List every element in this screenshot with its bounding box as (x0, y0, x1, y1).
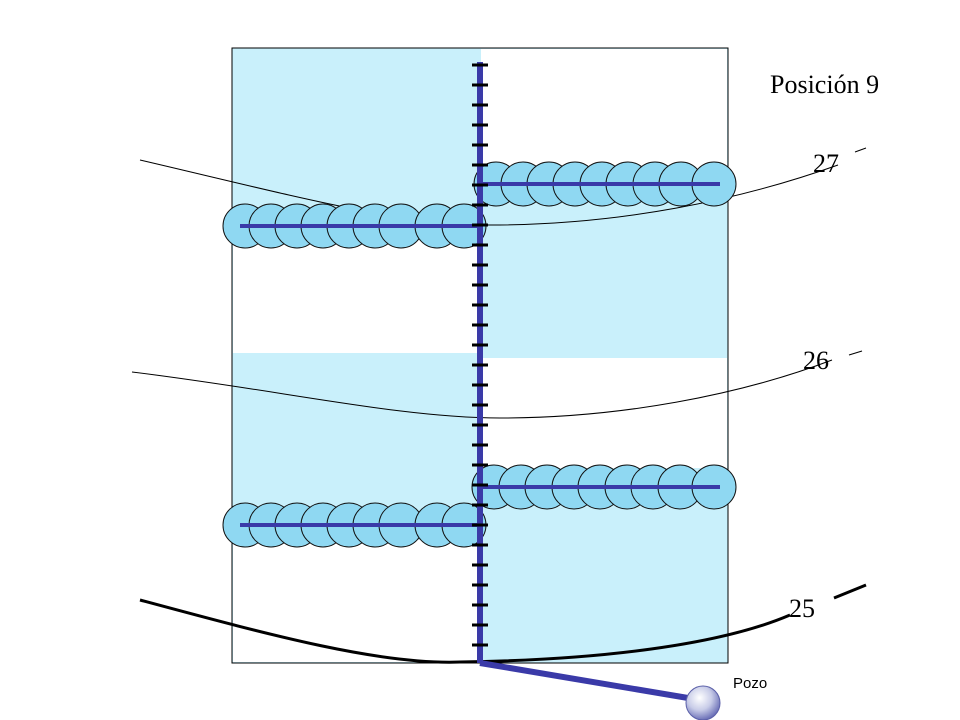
well-label: Pozo (733, 675, 767, 692)
white-area-top-right (481, 49, 727, 173)
bead-strings (222, 161, 737, 548)
white-area-middle-left (233, 240, 479, 353)
white-area-bottom-left (233, 540, 479, 662)
contour-label-26: 26 (803, 346, 829, 375)
bead-string-lower-right (471, 464, 737, 510)
contour-line-25 (139, 598, 791, 664)
bead-string-upper-right (473, 161, 737, 207)
contour-line-26 (131, 359, 833, 419)
diagram-title: Posición 9 (770, 70, 879, 99)
bead-string-lower-left (222, 502, 487, 548)
contour-line-26-tail (848, 350, 863, 356)
bead-string-upper-left (222, 203, 487, 249)
well-deviation-line (479, 660, 701, 703)
contour-line-27 (139, 159, 839, 226)
contour-line-25-tail (833, 583, 867, 600)
contour-label-27: 27 (813, 149, 839, 178)
well-axis-ticks (472, 63, 488, 647)
white-area-middle-right (481, 358, 727, 468)
well-head-icon (685, 685, 721, 720)
contour-line-27-tail (854, 147, 867, 153)
contour-label-25: 25 (789, 594, 815, 623)
